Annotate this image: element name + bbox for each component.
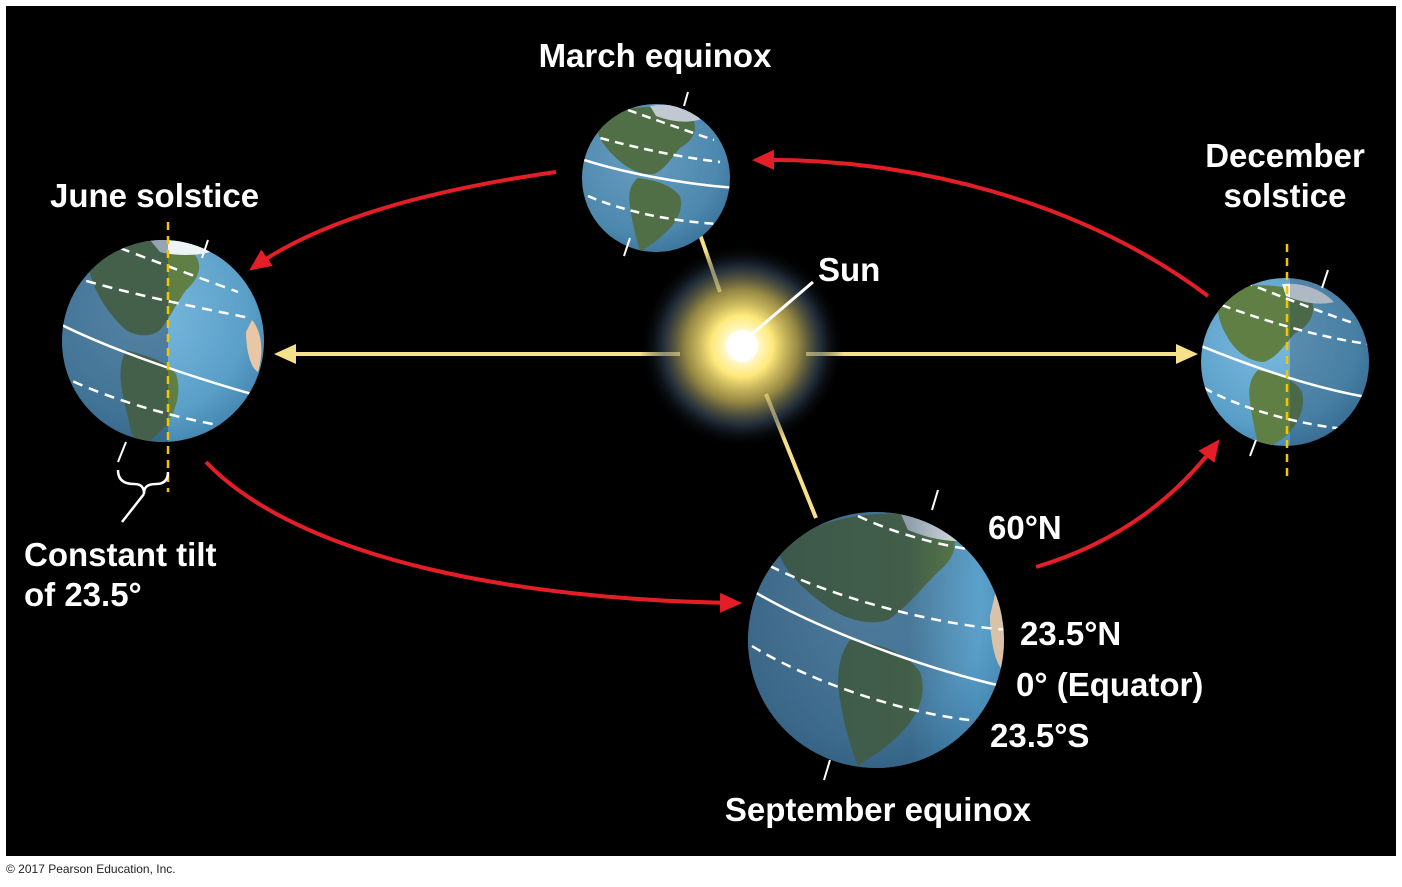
orbit-arrow-june-to-september (204, 460, 742, 613)
orbit-arrow-march-to-june (249, 170, 557, 271)
earth-september (748, 489, 1004, 781)
label-june-solstice: June solstice (50, 177, 260, 214)
label-latitude-23n: 23.5°N (1020, 615, 1122, 652)
label-tilt-line2: of 23.5° (24, 576, 142, 613)
earth-june-axis-top (201, 239, 209, 259)
tilt-bracket (116, 469, 170, 523)
orbit-arrows (204, 149, 1220, 613)
orbit-arrow-september-to-december (1035, 439, 1220, 569)
label-equator: 0° (Equator) (1016, 666, 1204, 703)
earth-september-axis-bottom (823, 759, 831, 781)
earth-september-axis-top (931, 489, 939, 511)
sun-label-pointer (751, 280, 814, 336)
sun (640, 244, 844, 448)
label-december-line1: December (1205, 137, 1365, 174)
label-latitude-60n: 60°N (988, 509, 1062, 546)
label-september-equinox: September equinox (724, 791, 1032, 828)
earth-december-axis-top (1321, 269, 1329, 289)
earth-march-axis-bottom (623, 237, 631, 257)
earth-march (582, 91, 730, 257)
earth-june-axis-bottom (117, 441, 127, 463)
label-latitude-23s: 23.5°S (990, 717, 1090, 754)
label-tilt-line1: Constant tilt (24, 536, 217, 573)
earth-march-axis-top (683, 91, 689, 107)
orbit-arrow-december-to-march (752, 149, 1210, 298)
label-sun: Sun (818, 251, 881, 288)
label-december-line2: solstice (1223, 177, 1347, 214)
label-constant-tilt: Constant tilt of 23.5° (24, 535, 216, 615)
earth-december-axis-bottom (1249, 439, 1257, 457)
label-march-equinox: March equinox (538, 37, 772, 74)
copyright-notice: © 2017 Pearson Education, Inc. (6, 862, 176, 876)
label-december-solstice: December solstice (1180, 136, 1390, 216)
